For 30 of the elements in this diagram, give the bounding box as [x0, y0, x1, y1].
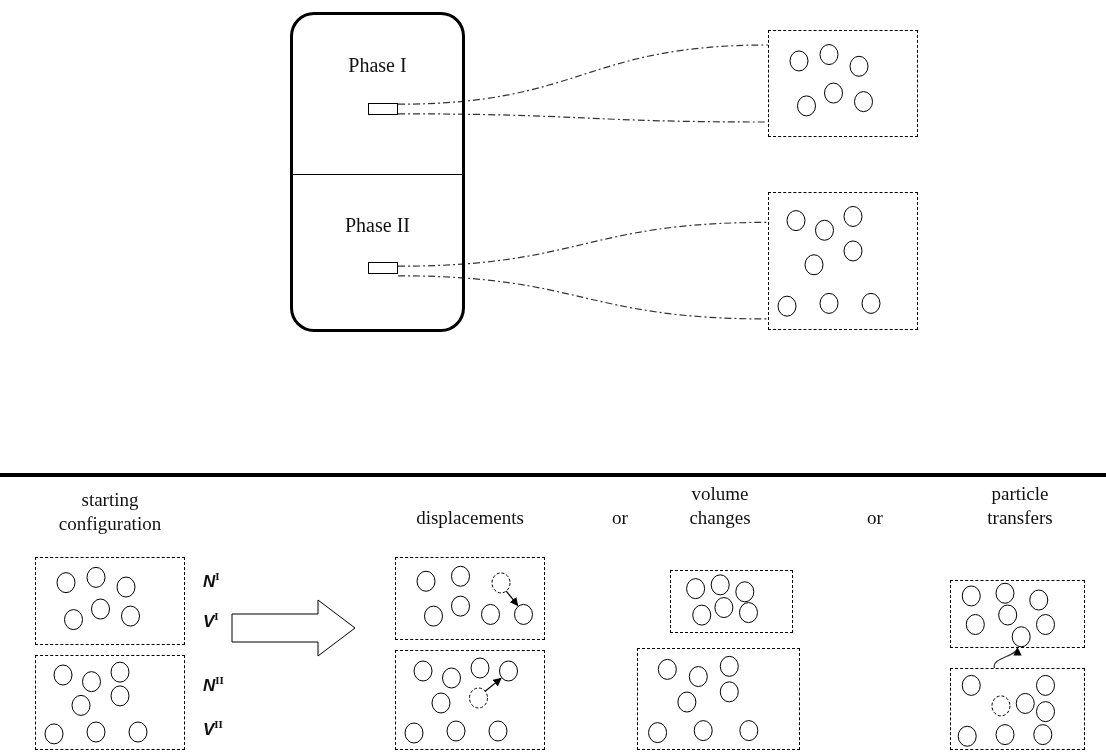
- or-label: or: [611, 506, 629, 530]
- simulation-box: [35, 655, 185, 750]
- variable-label: N$^{II}$: [203, 673, 225, 697]
- sample-box: [368, 103, 398, 115]
- transfer-arrow: [993, 647, 1020, 669]
- column-heading: volume changes: [688, 482, 752, 530]
- phase-region: [290, 175, 465, 332]
- phase-label: Phase II: [344, 213, 411, 237]
- simulation-box: [35, 557, 185, 645]
- simulation-box: [395, 650, 545, 750]
- zoom-line: [397, 44, 769, 105]
- variable-label: V$^{I}$: [203, 609, 220, 633]
- simulation-box: [637, 648, 800, 750]
- column-heading: starting configuration: [57, 488, 163, 536]
- variable-label: V$^{II}$: [203, 717, 224, 741]
- simulation-box: [950, 668, 1085, 750]
- simulation-box: [670, 570, 793, 633]
- simulation-box: [768, 192, 918, 330]
- simulation-box: [950, 580, 1085, 648]
- zoom-line: [397, 221, 769, 267]
- simulation-box: [395, 557, 545, 640]
- column-heading: particle transfers: [986, 482, 1054, 530]
- or-label: or: [866, 506, 884, 530]
- simulation-box: [768, 30, 918, 137]
- phase-region: [290, 12, 465, 175]
- variable-label: N$^{I}$: [203, 569, 221, 593]
- sample-box: [368, 262, 398, 274]
- zoom-line: [397, 275, 769, 320]
- phase-label: Phase I: [347, 53, 408, 77]
- column-heading: displacements: [415, 506, 525, 530]
